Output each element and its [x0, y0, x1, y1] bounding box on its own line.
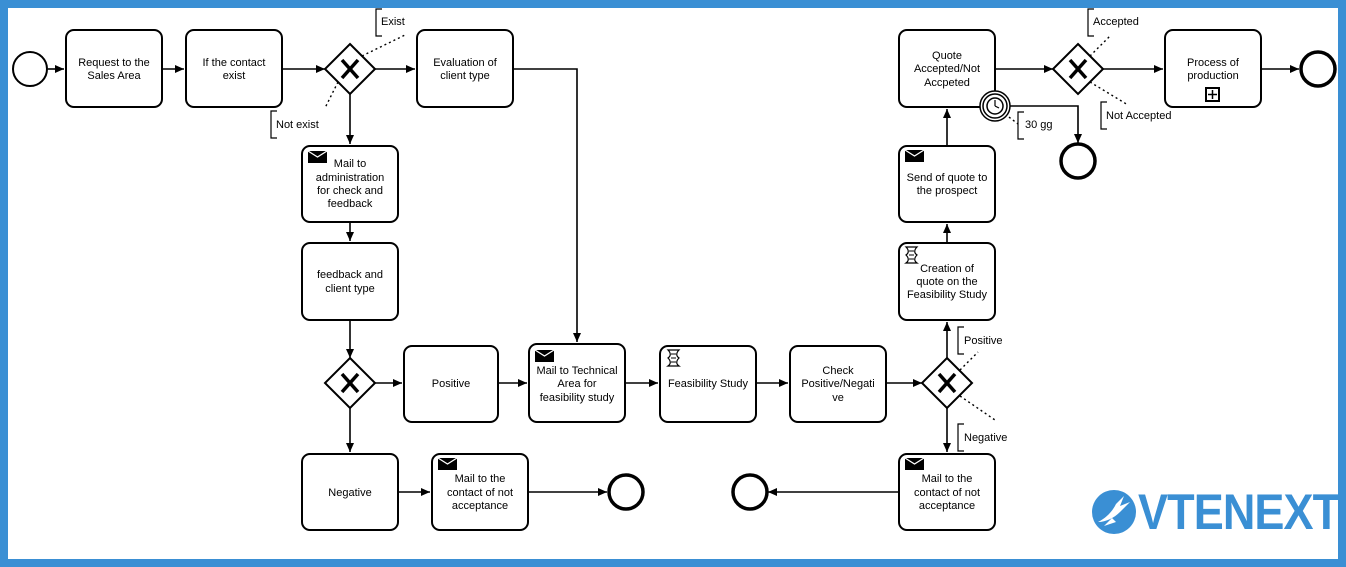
svg-text:Positive: Positive [432, 378, 471, 390]
svg-text:Feasibility Study: Feasibility Study [668, 378, 749, 390]
end-event-timer [1059, 142, 1097, 180]
annotations: Exist Not exist Positive Negative Accept… [270, 8, 1171, 452]
gateway-quote-accepted [1051, 42, 1105, 96]
script-icon [905, 246, 918, 264]
envelope-icon [437, 457, 458, 471]
assoc-positive [959, 351, 979, 371]
annotation-bracket-accepted [1087, 8, 1094, 37]
logo-mark-icon [1092, 490, 1136, 534]
sequence-flows [48, 65, 1299, 496]
annotation-timer: 30 gg [1025, 119, 1053, 131]
plus-box-icon [1205, 87, 1220, 102]
annotation-bracket-exist [375, 8, 382, 37]
annotation-bracket-negative [957, 423, 964, 452]
assoc-exist [361, 34, 406, 57]
annotation-positive: Positive [964, 335, 1003, 347]
annotation-exist: Exist [381, 16, 405, 28]
assoc-negative [959, 395, 996, 421]
flow-timer-end [1010, 105, 1082, 143]
events [12, 50, 1337, 511]
script-icon [667, 349, 680, 367]
end-event-mid [731, 473, 769, 511]
task-positive: Positive [403, 345, 499, 423]
task-feasibility-study: Feasibility Study [659, 345, 757, 423]
annotation-negative: Negative [964, 432, 1007, 444]
diagram-canvas: Exist Not exist Positive Negative Accept… [8, 8, 1340, 559]
annotation-bracket-positive [957, 326, 964, 355]
gateway-client-type [323, 356, 377, 410]
annotation-accepted: Accepted [1093, 16, 1139, 28]
bpmn-diagram: Exist Not exist Positive Negative Accept… [12, 8, 1337, 531]
assoc-not-accepted [1089, 81, 1129, 106]
annotation-not-exist: Not exist [276, 119, 319, 131]
gateways [323, 42, 1105, 410]
gateway-contact-exist [323, 42, 377, 96]
logo-text: VTENEXT [1138, 484, 1340, 540]
svg-text:Negative: Negative [328, 487, 371, 499]
annotation-bracket-not-accepted [1100, 101, 1107, 130]
clock-icon [979, 90, 1011, 122]
envelope-icon [534, 349, 555, 363]
end-event-production [1299, 50, 1337, 88]
start-event [12, 51, 48, 87]
gateway-check-result [920, 356, 974, 410]
annotation-bracket-timer [1017, 111, 1024, 140]
end-event-left [607, 473, 645, 511]
envelope-icon [904, 457, 925, 471]
vtenext-logo: VTENEXT [1088, 486, 1340, 538]
envelope-icon [307, 150, 328, 164]
assoc-accepted [1089, 35, 1111, 57]
assoc-not-exist [324, 81, 339, 109]
annotation-not-accepted: Not Accepted [1106, 110, 1171, 122]
flow-evaluation-mail-technical [513, 68, 581, 342]
task-negative: Negative [301, 453, 399, 531]
annotation-bracket-not-exist [270, 110, 277, 139]
envelope-icon [904, 149, 925, 163]
